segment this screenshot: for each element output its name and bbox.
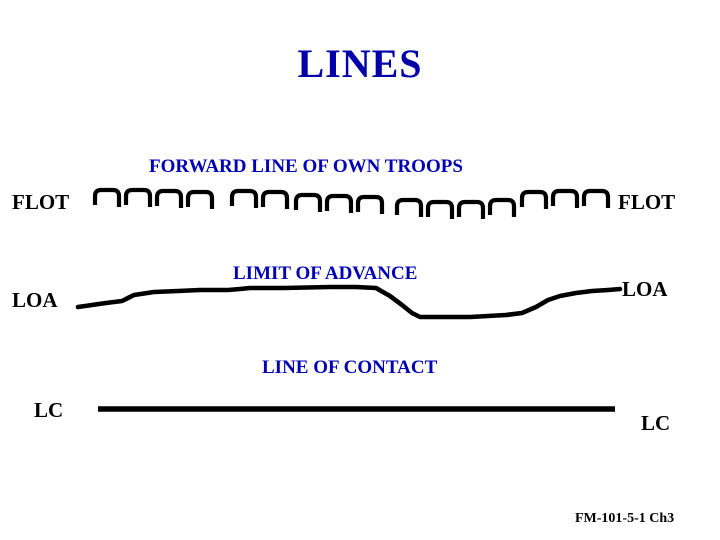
flot-section-heading: FORWARD LINE OF OWN TROOPS [149, 156, 463, 177]
loa-symbol-graphic [75, 284, 623, 320]
lc-label-left: LC [34, 398, 64, 422]
flot-label-right: FLOT [618, 190, 676, 214]
loa-section-heading: LIMIT OF ADVANCE [233, 263, 418, 284]
footer-reference: FM-101-5-1 Ch3 [575, 511, 675, 526]
loa-label-right: LOA [622, 277, 668, 301]
lc-section-heading: LINE OF CONTACT [262, 357, 438, 378]
lc-label-right: LC [641, 411, 671, 435]
page-title: LINES [297, 41, 423, 86]
loa-label-left: LOA [12, 288, 58, 312]
flot-symbol-graphic [92, 187, 611, 219]
flot-label-left: FLOT [12, 190, 70, 214]
